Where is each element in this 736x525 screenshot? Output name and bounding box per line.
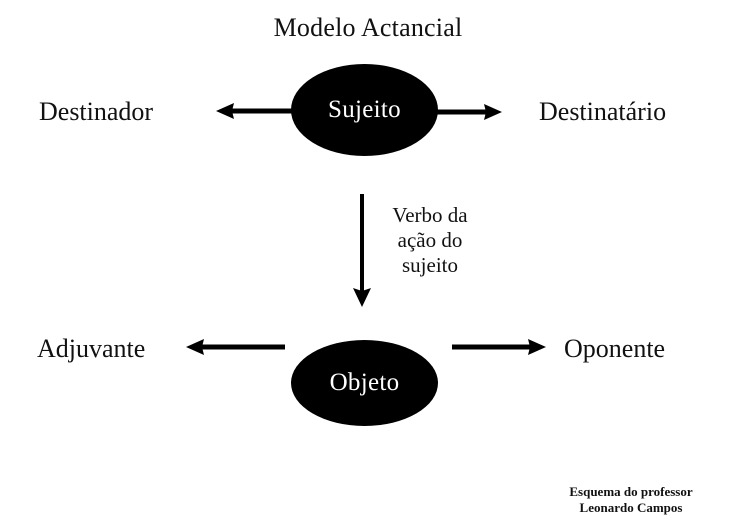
actant-label-destinador: Destinador bbox=[39, 97, 154, 126]
actant-label-oponente: Oponente bbox=[564, 334, 666, 363]
arrow-sujeito-to-objeto bbox=[353, 194, 371, 307]
arrow-sujeito-to-destinatario bbox=[430, 104, 502, 120]
arrow-sujeito-to-destinador bbox=[216, 103, 302, 119]
node-objeto[interactable]: Objeto bbox=[291, 340, 438, 426]
diagram-title: Modelo Actancial bbox=[273, 13, 463, 42]
arrow-objeto-to-oponente bbox=[452, 339, 546, 355]
node-sujeito-label: Sujeito bbox=[328, 96, 401, 123]
actant-label-destinatario: Destinatário bbox=[539, 97, 667, 126]
actant-label-adjuvante: Adjuvante bbox=[37, 334, 146, 363]
node-objeto-label: Objeto bbox=[329, 369, 400, 396]
arrow-objeto-to-adjuvante bbox=[186, 339, 285, 355]
node-sujeito[interactable]: Sujeito bbox=[291, 64, 438, 156]
